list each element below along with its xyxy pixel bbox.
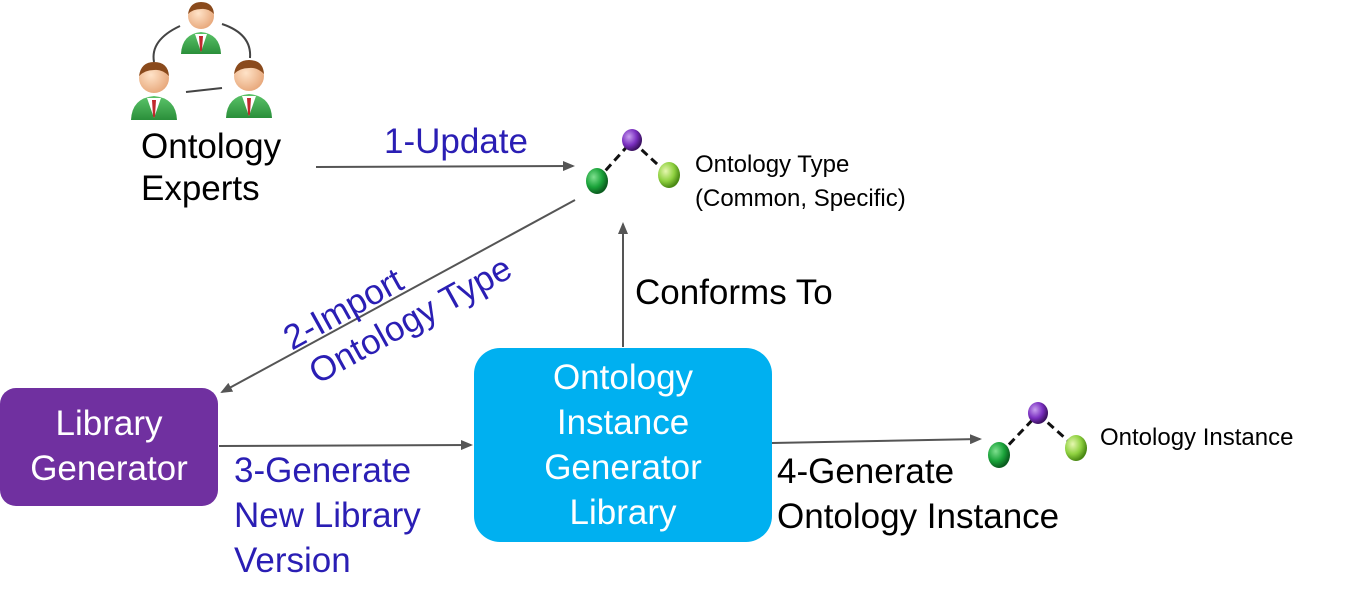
edge-label-generate-instance-line2: Ontology Instance [777,496,1060,536]
instance-generator-line1: Ontology [552,357,694,397]
molecule-icon [988,402,1087,468]
edge-label-generate-instance-line1: 4-Generate [777,452,955,491]
arrow-generate-library [218,440,473,451]
edge-label-conforms-to: Conforms To [635,273,833,312]
edge-label-update: 1-Update [384,122,528,161]
ontology-experts-label: Ontology Experts [141,126,281,210]
edge-label-generate-library-line3: Version [234,540,351,580]
ontology-experts-line2: Experts [141,169,260,208]
arrow-update [315,161,575,172]
library-generator-line1: Library [55,404,163,444]
instance-generator-line2: Instance [556,402,690,442]
edge-label-generate-library-line1: 3-Generate [234,451,412,490]
ontology-type-label: Ontology Type (Common, Specific) [695,148,906,215]
ontology-instance-label: Ontology Instance [1100,424,1294,451]
arrow-generate-instance [771,434,982,445]
molecule-icon [586,129,680,194]
people-group-icon [131,2,272,120]
edge-label-generate-library-line2: New Library [234,495,421,535]
ontology-instance-generator-library-node[interactable]: Ontology Instance Generator Library [474,348,772,542]
instance-generator-line3: Generator [544,448,702,487]
edge-label-generate-library: 3-Generate New Library Version [234,449,421,583]
arrow-import [220,199,576,393]
library-generator-line2: Generator [30,449,188,488]
ontology-type-line1: Ontology Type [695,151,850,178]
ontology-experts-line1: Ontology [141,127,282,166]
instance-generator-line4: Library [569,493,677,533]
edge-label-generate-instance: 4-Generate Ontology Instance [777,450,1059,540]
ontology-type-line2: (Common, Specific) [695,184,906,212]
library-generator-node[interactable]: Library Generator [0,388,218,506]
